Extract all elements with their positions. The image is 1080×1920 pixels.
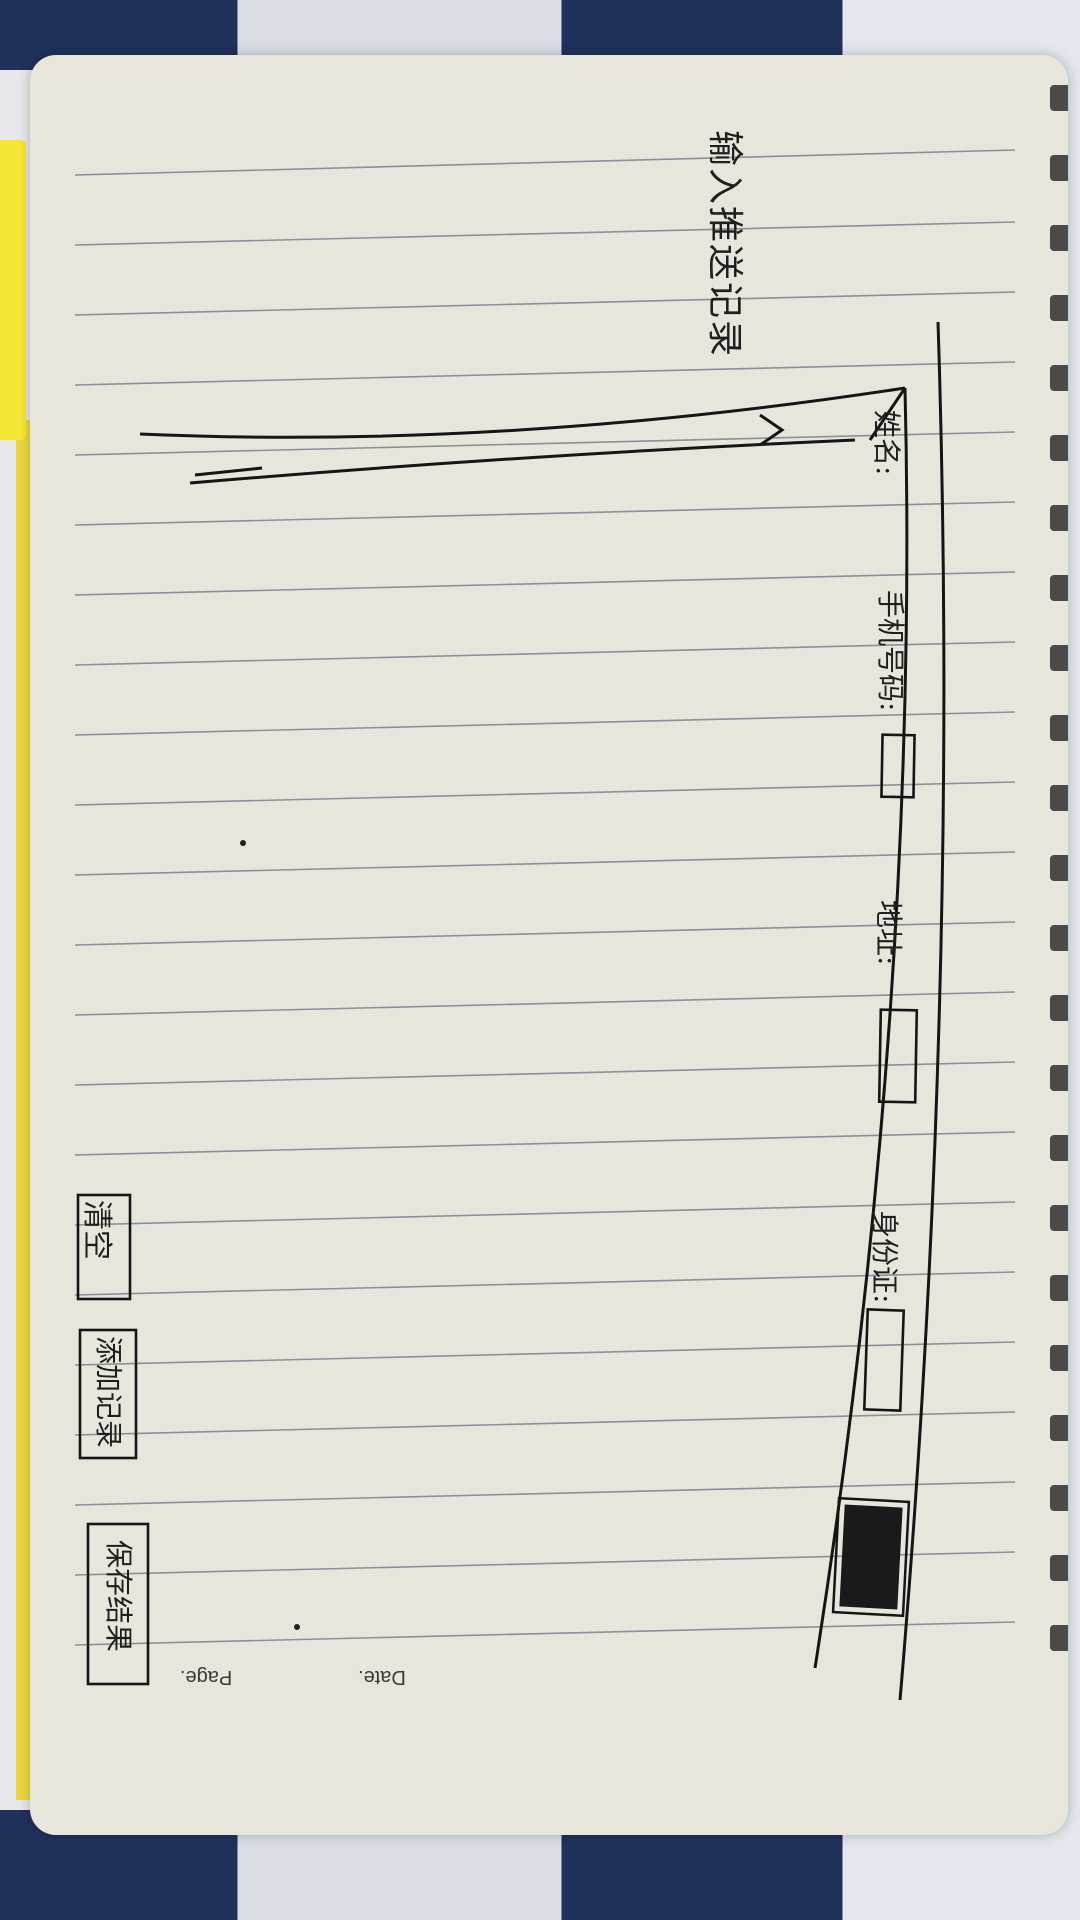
field-label-address: 地址: — [872, 900, 905, 966]
ruled-lines — [74, 149, 1016, 1646]
save-result-button[interactable]: 保存结果 — [102, 1540, 135, 1653]
ink-dot — [294, 1624, 300, 1630]
page-label: Page. — [180, 1666, 233, 1688]
input-boxes — [862, 733, 919, 1412]
scribbled-block — [831, 1496, 911, 1618]
field-label-id: 身份证: — [868, 1210, 901, 1304]
header-note: 输入推送记录 — [704, 130, 745, 359]
yellow-tab — [0, 140, 26, 440]
date-label: Date. — [358, 1666, 406, 1688]
field-label-phone: 手机号码: — [874, 590, 907, 712]
sketch-frame — [139, 321, 946, 1701]
clear-button[interactable]: 清空 — [79, 1200, 114, 1260]
ink-dot — [240, 840, 246, 846]
field-label-name: 姓名: — [870, 410, 903, 476]
button-boxes — [76, 1193, 150, 1686]
add-record-button[interactable]: 添加记录 — [92, 1336, 125, 1449]
